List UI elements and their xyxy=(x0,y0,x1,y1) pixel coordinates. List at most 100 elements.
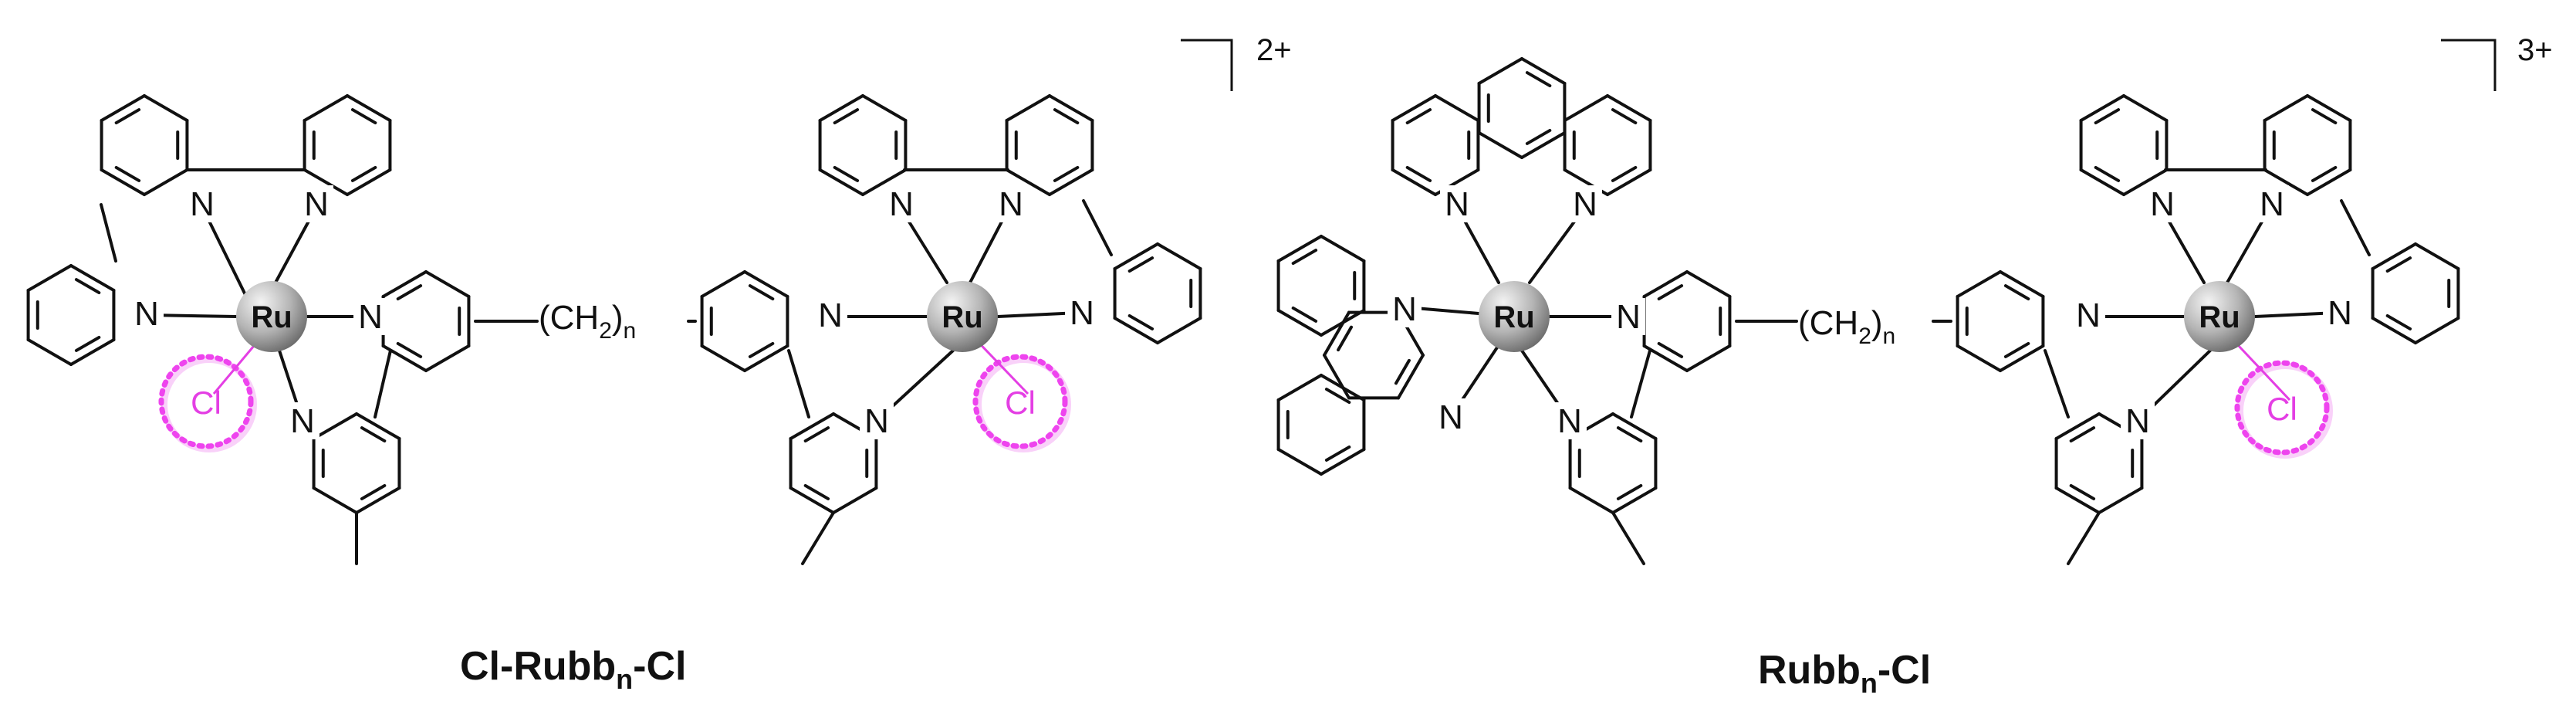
nitrogen-atom-label: N xyxy=(304,185,329,223)
chloride-label: Cl xyxy=(191,385,221,421)
nitrogen-atom-label: N xyxy=(1573,185,1597,223)
phen-a-center-double-bond xyxy=(1525,128,1552,145)
bipy-f-ring-double-bond xyxy=(1616,426,1643,443)
terpy-ring-1-double-bond xyxy=(350,165,377,182)
bipy-b-ring-double-bond xyxy=(360,426,387,443)
phen-a-right-bond xyxy=(1606,168,1652,196)
chain-1-subn: n xyxy=(624,318,637,344)
bipy-f-ring-bond xyxy=(1611,412,1658,440)
chain-label-2: (CH2)n xyxy=(1798,304,1895,349)
bipy-a-ring-double-bond xyxy=(396,284,423,301)
nitrogen-atom-label: N xyxy=(1557,402,1582,440)
bipy-a-ring-bond xyxy=(381,270,428,298)
bipy-c-ring-bond xyxy=(700,344,746,372)
nitrogen-atom-label: N xyxy=(2150,185,2175,223)
ruthenium-sphere xyxy=(927,281,998,352)
chain-1-close: ) xyxy=(612,299,624,337)
inter-ring-bond xyxy=(2044,349,2070,418)
chain-1-open: (CH xyxy=(539,299,599,337)
bipy-c-ring-double-bond xyxy=(748,284,775,301)
inter-ring-bond xyxy=(1630,349,1651,418)
phen-b-center-double-bond xyxy=(1394,358,1411,385)
bipy-e-ring-bond xyxy=(1685,344,1732,372)
terpy-ring-1-bond xyxy=(2263,168,2309,196)
nitrogen-atom-label: N xyxy=(1392,290,1417,328)
chain-2-open: (CH xyxy=(1798,304,1858,342)
caption-cl-rubb-cl: Cl-Rubbn-Cl xyxy=(460,644,687,695)
bipy-d-ring-double-bond xyxy=(803,483,830,500)
phen-b-center-double-bond xyxy=(1337,325,1354,352)
terpy-ring-0-bond xyxy=(861,168,908,196)
terpy-ring-0-bond xyxy=(818,168,864,196)
terpy-ring-1-bond xyxy=(2306,94,2352,122)
charge-label-1: 2+ xyxy=(1256,33,1292,67)
phen-b-top-bond xyxy=(1276,309,1323,337)
nitrogen-label-bg xyxy=(130,295,164,332)
bipy-b-ring-bond xyxy=(355,412,401,440)
caption-1-tail: -Cl xyxy=(633,644,686,689)
bipy-c-ring-double-bond xyxy=(748,341,775,358)
ruthenium-label: Ru xyxy=(1493,300,1534,334)
caption-2-main: Rubb xyxy=(1758,648,1861,693)
nitrogen-atom-label: N xyxy=(999,185,1023,223)
terpy-ring-0-bond xyxy=(2079,94,2125,122)
caption-2-tail: -Cl xyxy=(1878,648,1931,693)
terpy-ring-2-bond xyxy=(2414,242,2460,270)
chloride-dotted-ring xyxy=(158,354,254,449)
bipy-d-ring-bond xyxy=(789,412,835,440)
methyl-bond xyxy=(2067,511,2101,565)
bipy-g-ring-bond xyxy=(1999,344,2045,372)
chain-2-subn: n xyxy=(1883,324,1896,349)
bipy-g-ring-double-bond xyxy=(2003,341,2030,358)
bipy-f-ring-bond xyxy=(1611,486,1658,514)
chloride-dotted-ring xyxy=(972,354,1068,449)
terpy-ring-0-bond xyxy=(2079,168,2125,196)
terpy-ring-2-double-bond xyxy=(1127,313,1154,330)
nitrogen-atom-label: N xyxy=(1616,298,1641,336)
chloride-label: Cl xyxy=(2267,391,2297,427)
bipy-a-ring-bond xyxy=(424,270,471,298)
terpy-ring-2-bond xyxy=(69,264,116,292)
phen-b-top-bond xyxy=(1276,235,1323,263)
terpy-ring-0-double-bond xyxy=(114,108,141,125)
phen-a-left-double-bond xyxy=(1405,165,1432,182)
chloride-dotted-ring xyxy=(2234,360,2330,456)
methyl-bond xyxy=(1611,511,1645,565)
terpy-ring-2-bond xyxy=(26,338,73,366)
charge-bracket-1 xyxy=(1181,39,1233,91)
phen-b-top-bond xyxy=(1320,235,1366,263)
terpy-ring-2-bond xyxy=(1156,242,1202,270)
bipy-b-ring-double-bond xyxy=(360,483,387,500)
terpy-ring-1-bond xyxy=(1048,94,1094,122)
terpy-ring-1-double-bond xyxy=(2311,165,2338,182)
bipy-h-ring-double-bond xyxy=(2069,483,2096,500)
nitrogen-label-bg xyxy=(2071,297,2105,334)
phen-a-center-double-bond xyxy=(1525,71,1552,88)
nitrogen-atom-label: N xyxy=(2125,402,2150,440)
caption-1-sub: n xyxy=(616,663,633,695)
phen-a-left-double-bond xyxy=(1405,108,1432,125)
nitrogen-atom-label: N xyxy=(2076,297,2101,334)
phen-a-left-bond xyxy=(1434,94,1480,122)
chain-1-sub2: 2 xyxy=(599,318,612,344)
bipy-f-ring-double-bond xyxy=(1616,483,1643,500)
bipy-h-ring-double-bond xyxy=(2069,426,2096,443)
nitrogen-atom-label: N xyxy=(2260,185,2284,223)
bipy-e-ring-bond xyxy=(1685,270,1732,298)
phen-a-right-bond xyxy=(1606,94,1652,122)
ruthenium-label: Ru xyxy=(941,300,982,334)
terpy-ring-1-double-bond xyxy=(1053,108,1080,125)
caption-2-sub: n xyxy=(1861,667,1878,699)
bipy-d-ring-double-bond xyxy=(803,426,830,443)
bipy-h-ring-bond xyxy=(2098,486,2144,514)
nitrogen-atom-label: N xyxy=(1070,294,1094,332)
phen-a-right-bond xyxy=(1563,94,1609,122)
ruthenium-sphere xyxy=(2184,281,2255,352)
inter-ring-bond xyxy=(100,203,117,263)
inter-ring-bond xyxy=(2340,199,2371,256)
nitrogen-label-bg xyxy=(185,185,219,222)
terpy-ring-1-bond xyxy=(303,94,349,122)
phen-a-center-bond xyxy=(1477,57,1523,85)
terpy-ring-2-double-bond xyxy=(1127,256,1154,273)
